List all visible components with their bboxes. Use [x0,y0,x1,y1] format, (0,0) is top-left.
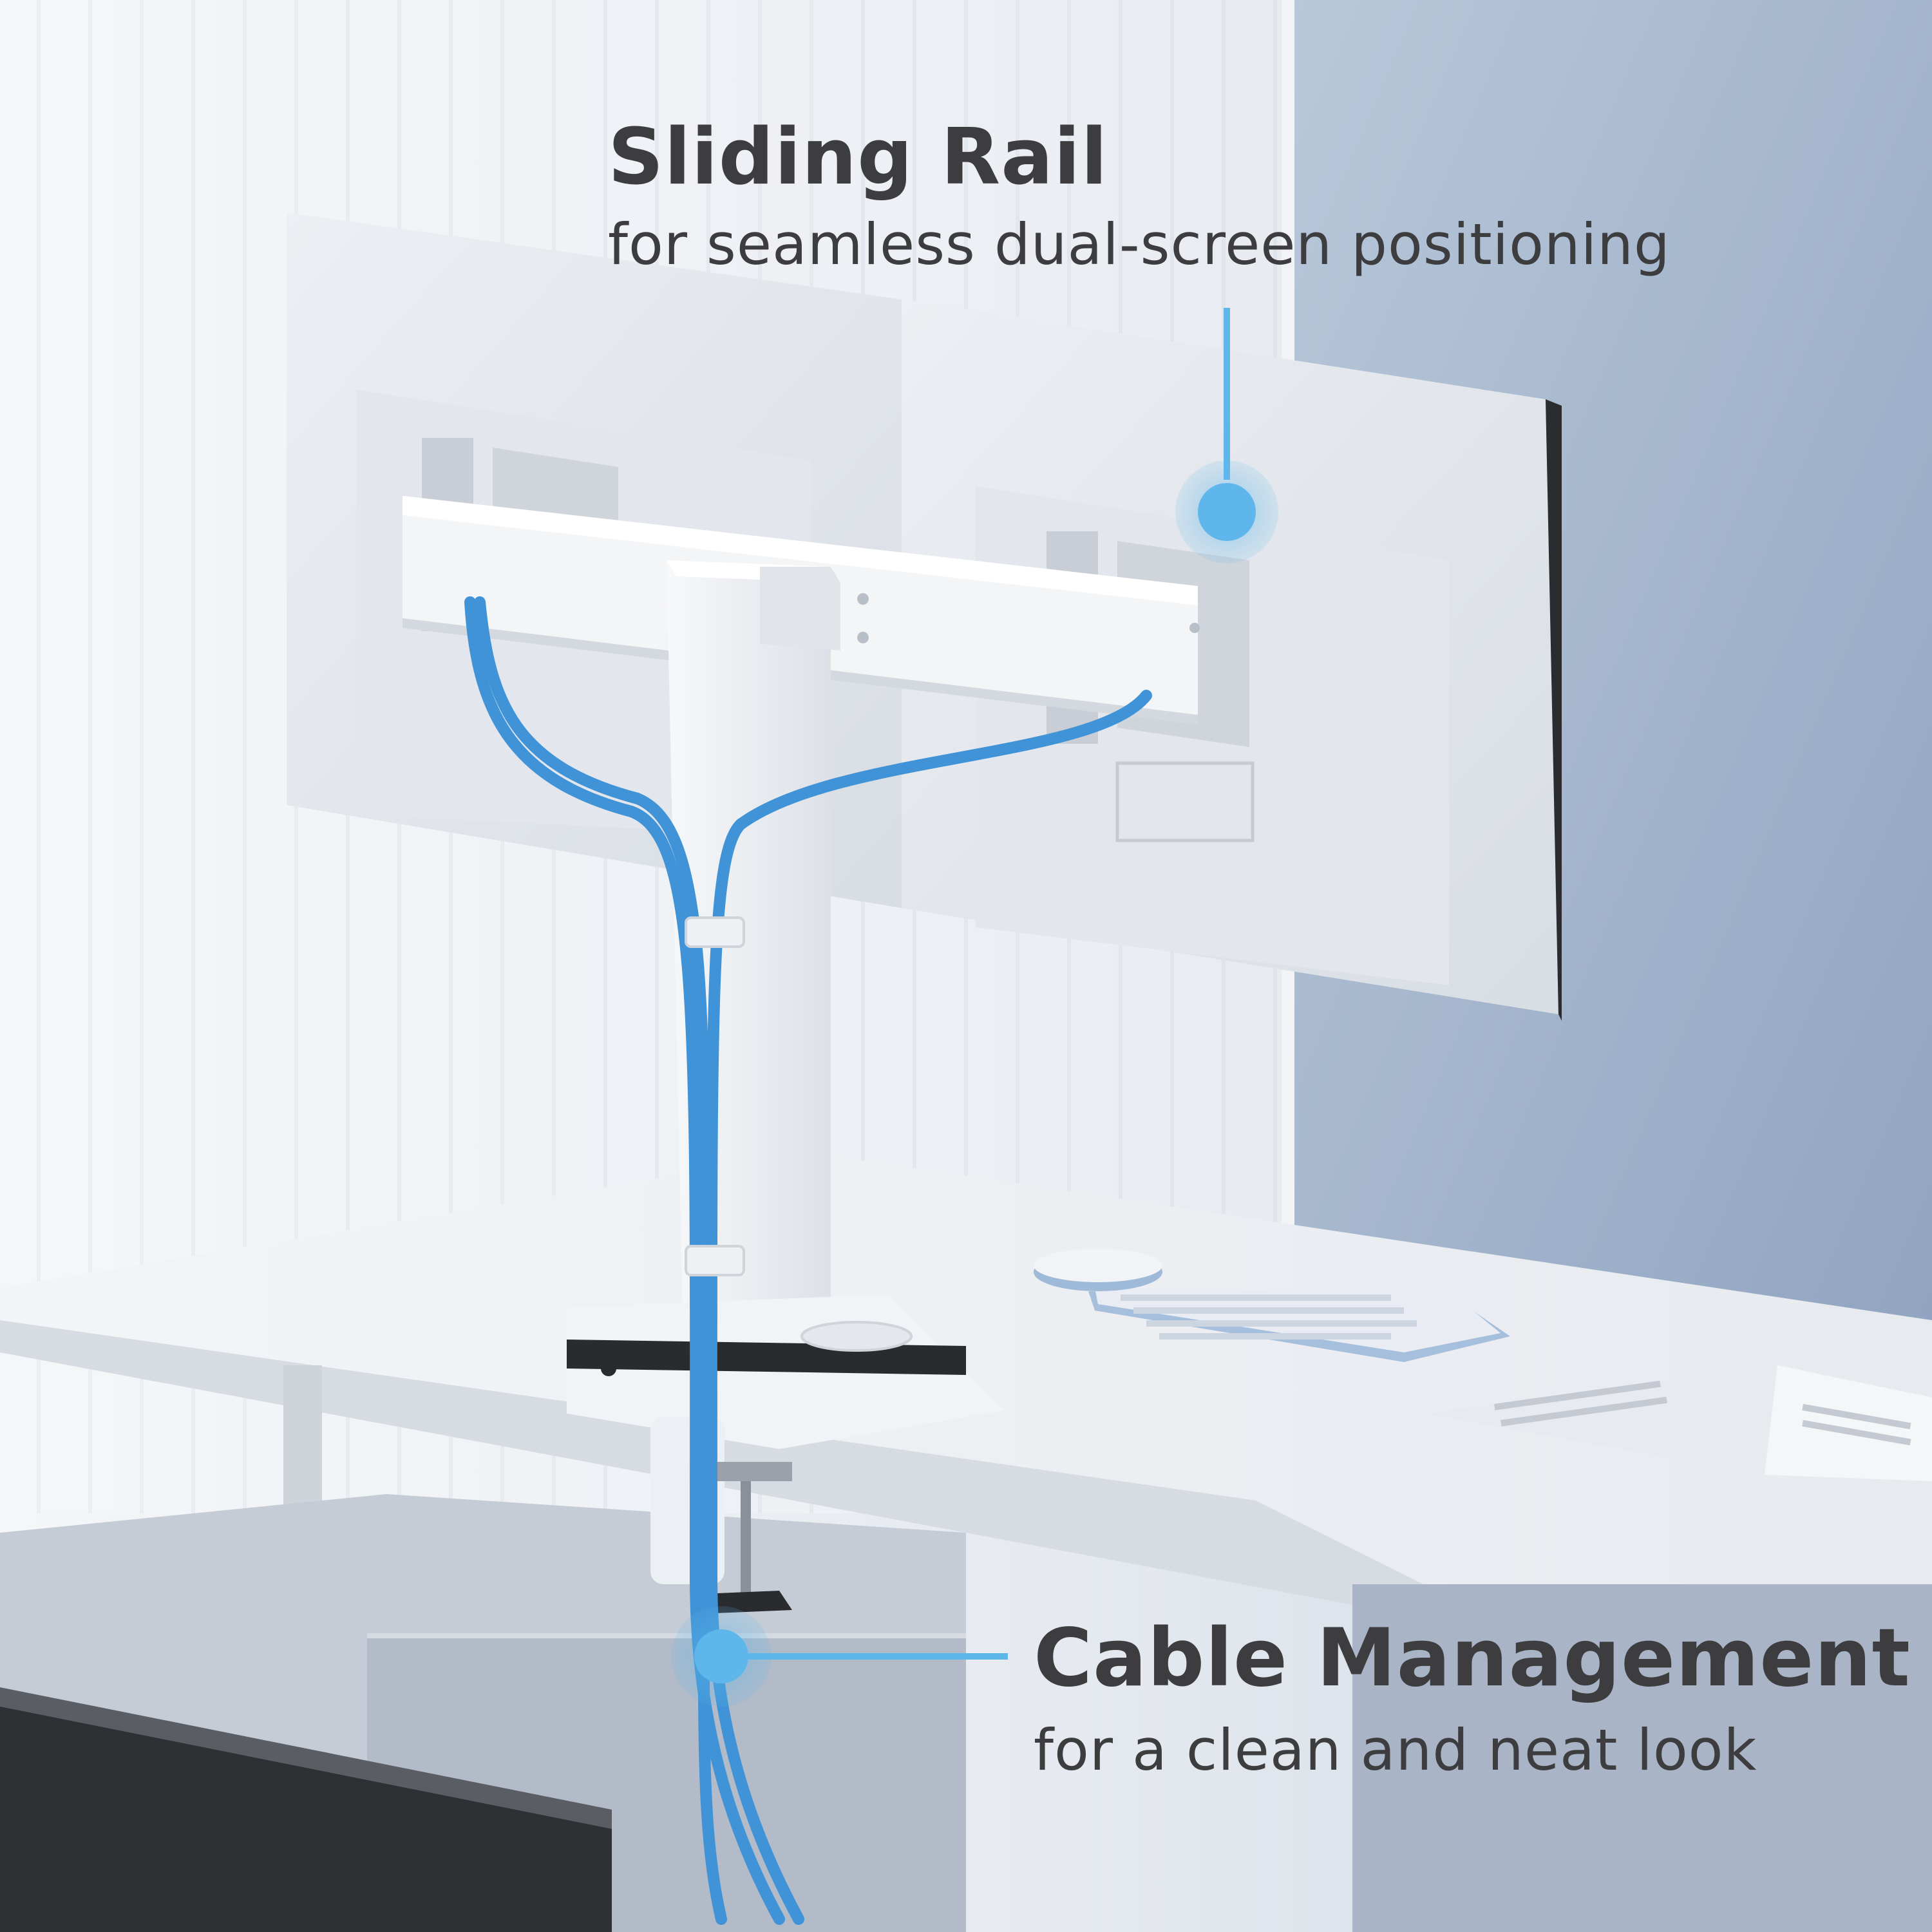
magazine [1423,1365,1932,1481]
mount-base [567,1294,1005,1449]
callout-title: Sliding Rail [608,113,1108,202]
sliding-rail-callout: Sliding Rail for seamless dual-screen po… [608,109,1671,283]
callout-title: Cable Management [1034,1612,1911,1705]
cables [464,596,1152,1925]
callout-subtitle: for a clean and neat look [1034,1717,1757,1783]
callout-subtitle: for seamless dual-screen positioning [608,211,1671,278]
cable-clip [685,1245,745,1276]
cable-management-callout: Cable Management for a clean and neat lo… [1034,1607,1911,1790]
cable-management-pointer [671,1606,1008,1707]
mouse [1034,1249,1162,1291]
desk-side-panel [1352,1584,1932,1932]
desk-leg [283,1365,322,1520]
glass-table [0,1700,612,1932]
cable-clip [685,916,745,948]
keyboard [1088,1288,1510,1362]
sliding-rail-pointer [1175,308,1278,564]
